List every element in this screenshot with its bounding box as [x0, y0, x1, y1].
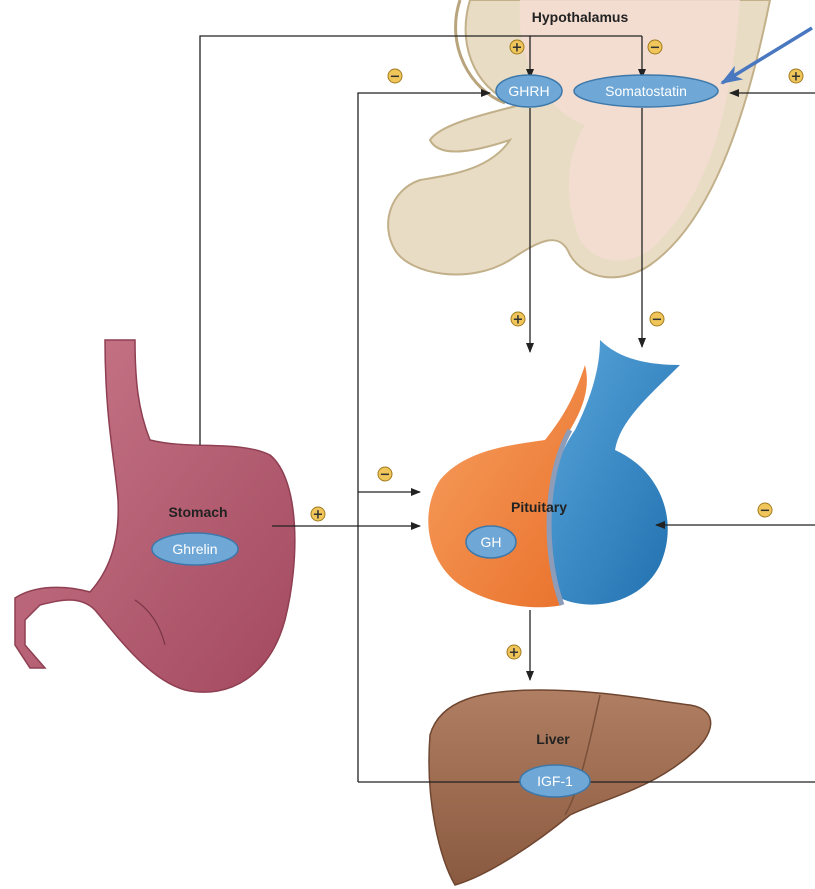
minus-sign-somatostatin-input: −	[648, 40, 662, 56]
gh-label: GH	[481, 534, 502, 550]
minus-sign-somatostatin-to-pituitary: −	[650, 312, 664, 328]
ghrh-label: GHRH	[508, 83, 549, 99]
hypothalamus-shape	[388, 0, 770, 277]
somatostatin-label: Somatostatin	[605, 83, 687, 99]
svg-text:−: −	[390, 70, 401, 85]
minus-sign-igf1-to-pituitary: −	[378, 467, 392, 483]
svg-text:+: +	[513, 313, 524, 328]
plus-sign-ghrelin-to-pituitary: +	[311, 507, 325, 523]
gh-pill: GH	[466, 526, 516, 558]
ghrelin-label: Ghrelin	[172, 541, 217, 557]
svg-text:−: −	[650, 41, 661, 56]
svg-text:−: −	[760, 504, 771, 519]
liver-label: Liver	[536, 731, 570, 747]
plus-sign-gh-to-liver: +	[507, 645, 521, 661]
svg-text:−: −	[380, 468, 391, 483]
pituitary-label: Pituitary	[511, 499, 567, 515]
stomach-shape	[15, 340, 295, 692]
svg-text:+: +	[791, 70, 802, 85]
plus-sign-ghrh-input: +	[510, 40, 524, 56]
plus-sign-ghrh-to-pituitary: +	[511, 312, 525, 328]
igf1-pill: IGF-1	[520, 765, 590, 797]
svg-text:+: +	[512, 41, 523, 56]
somatostatin-pill: Somatostatin	[574, 75, 718, 107]
svg-text:+: +	[313, 508, 324, 523]
pituitary-shape	[428, 340, 680, 607]
svg-text:−: −	[652, 313, 663, 328]
ghrh-pill: GHRH	[496, 75, 562, 107]
hypothalamus-label: Hypothalamus	[532, 9, 629, 25]
ghrelin-pill: Ghrelin	[152, 533, 238, 565]
svg-text:+: +	[509, 646, 520, 661]
igf1-label: IGF-1	[537, 773, 573, 789]
minus-sign-right-to-pituitary: −	[758, 503, 772, 519]
minus-sign-igf1-to-ghrh: −	[388, 69, 402, 85]
stomach-label: Stomach	[168, 504, 227, 520]
plus-sign-right-to-somatostatin: +	[789, 69, 803, 85]
